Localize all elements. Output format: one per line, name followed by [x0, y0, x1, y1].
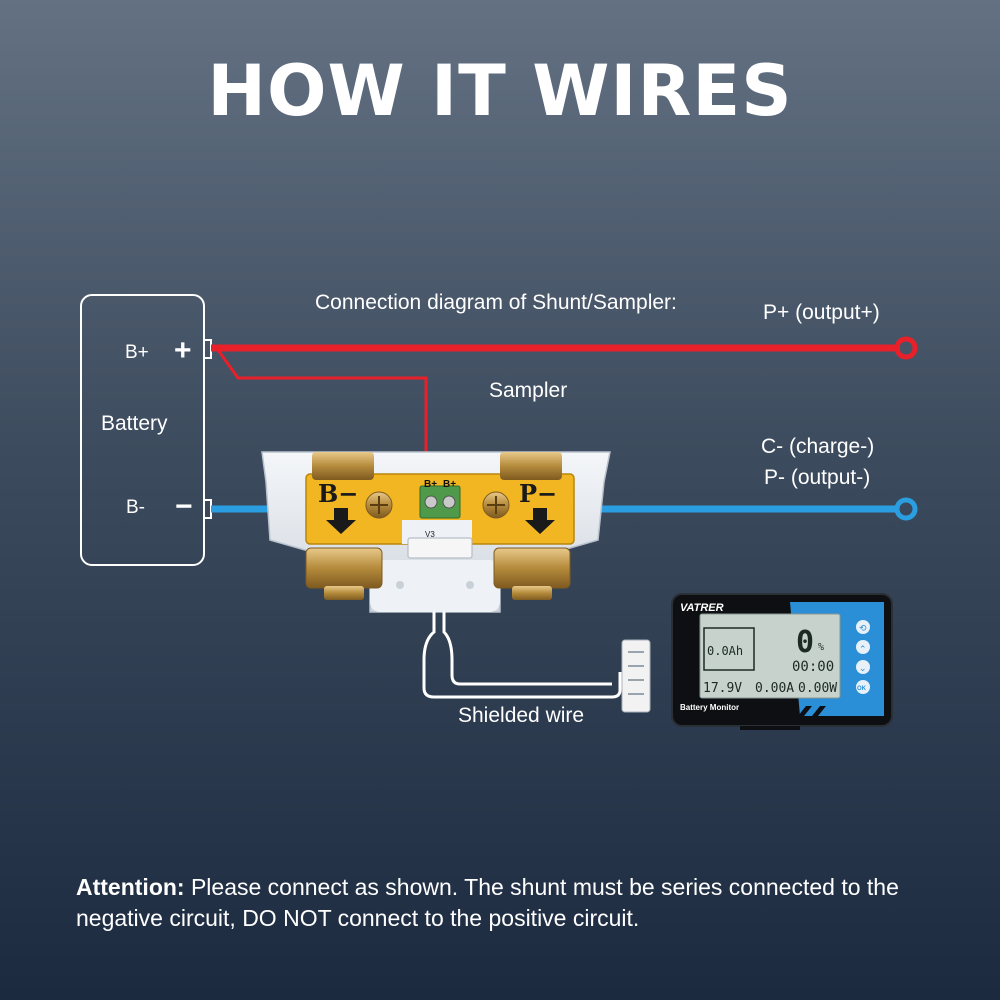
c-minus-label: C- (charge-) — [761, 435, 875, 458]
monitor-button-back-glyph: ⟲ — [859, 623, 867, 633]
shunt-right-mark: P− — [519, 479, 557, 508]
battery-pos-sign: + — [174, 334, 192, 367]
monitor-lcd — [699, 613, 841, 699]
battery-pos-terminal-label: B+ — [125, 342, 149, 363]
sampler-label: Sampler — [489, 379, 568, 402]
attention-label: Attention: — [76, 874, 185, 900]
shielded-wire — [422, 612, 651, 713]
monitor-current: 0.00A — [755, 681, 794, 696]
battery-pos-tab — [203, 339, 212, 359]
monitor-button-down[interactable] — [856, 660, 870, 674]
p-plus-label: P+ (output+) — [763, 301, 880, 324]
lcd-battery-icon — [703, 627, 755, 671]
battery-neg-tab — [203, 499, 212, 519]
battery-neg-terminal-label: B- — [126, 497, 145, 518]
monitor-button-ok-glyph: OK — [857, 686, 867, 692]
p-minus-label: P- (output-) — [764, 466, 871, 489]
shunt-sampler: B− P− B+ B+ V3 — [261, 451, 611, 613]
monitor-button-up[interactable] — [856, 640, 870, 654]
monitor-button-ok[interactable] — [856, 680, 870, 694]
battery-monitor: VATRER 0.0Ah 0 % 00:00 17.9V 0.00A 0.00W… — [671, 593, 893, 730]
monitor-time: 00:00 — [792, 659, 834, 675]
monitor-power: 0.00W — [798, 681, 837, 696]
shunt-left-arrow-icon — [326, 508, 356, 534]
monitor-name: Battery Monitor — [680, 703, 739, 712]
battery-label: Battery — [101, 412, 168, 435]
page-title: HOW IT WIRES — [207, 50, 793, 132]
battery-neg-sign: − — [175, 490, 193, 523]
shunt-port-label: V3 — [425, 530, 435, 539]
monitor-percent: 0 — [796, 625, 814, 660]
positive-wire — [211, 336, 918, 360]
monitor-percent-unit: % — [818, 642, 824, 653]
shunt-terminal-b: B+ — [443, 479, 456, 490]
attention-text: Please connect as shown. The shunt must … — [76, 874, 899, 931]
attention-note: Attention: Please connect as shown. The … — [76, 872, 946, 934]
monitor-brand: VATRER — [680, 602, 724, 614]
monitor-buttons: ⟲ ⌃ ⌄ OK — [856, 620, 870, 694]
monitor-button-down-glyph: ⌄ — [859, 663, 867, 673]
sampler-lead-wire — [216, 349, 428, 470]
monitor-voltage: 17.9V — [703, 681, 742, 696]
diagram-caption: Connection diagram of Shunt/Sampler: — [315, 291, 677, 314]
shunt-left-mark: B− — [318, 479, 358, 508]
shunt-terminal-a: B+ — [424, 479, 437, 490]
monitor-capacity: 0.0Ah — [707, 644, 743, 658]
monitor-button-back[interactable] — [856, 620, 870, 634]
shunt-right-arrow-icon — [525, 508, 555, 534]
monitor-button-up-glyph: ⌃ — [859, 644, 867, 654]
battery-box — [80, 294, 205, 566]
shielded-wire-label: Shielded wire — [458, 704, 585, 727]
